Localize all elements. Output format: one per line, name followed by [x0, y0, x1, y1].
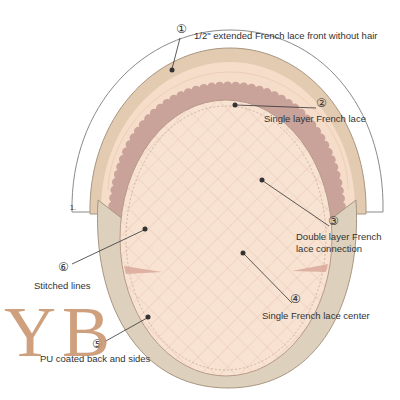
fold-shade — [124, 266, 162, 274]
leader-dot — [260, 178, 265, 183]
fold-shade — [292, 264, 328, 272]
leader-line — [263, 181, 329, 226]
leader-dot — [241, 251, 246, 256]
leader-line — [236, 105, 316, 108]
leader-dot — [143, 227, 148, 232]
leader-line — [72, 230, 144, 264]
watermark: YB — [4, 296, 164, 368]
callout-number: ④ — [290, 292, 310, 307]
callout-label: 1. — [70, 204, 84, 213]
callout-number: ③ — [328, 214, 348, 229]
callout-label: Single French lace center — [262, 310, 397, 322]
callout-label: Stitched lines — [34, 280, 124, 292]
callout-number: ① — [176, 22, 196, 37]
callout-label: 1/2" extended French lace front without … — [194, 30, 394, 42]
leader-line — [172, 38, 180, 69]
callout-number: ⑥ — [58, 260, 78, 275]
leader-dots — [143, 68, 265, 320]
leader-line — [244, 254, 292, 303]
leader-dot — [146, 315, 151, 320]
callout-label: Single layer French lace — [264, 113, 397, 125]
callout-number: ② — [316, 96, 336, 111]
leader-dot — [233, 103, 238, 108]
callout-label: Double layer French lace connection — [296, 231, 396, 255]
leader-dot — [170, 68, 175, 73]
